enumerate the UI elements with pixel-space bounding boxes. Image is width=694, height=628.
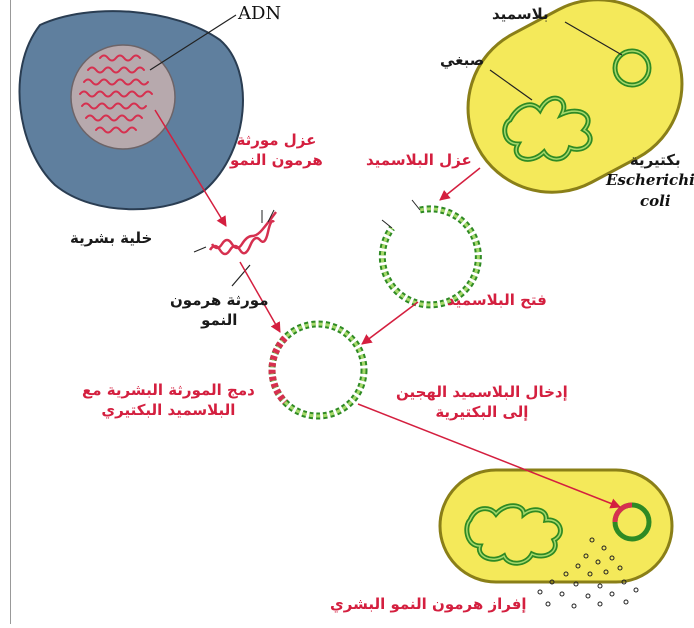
label-insert-line2: إلى البكتيرية [396, 402, 568, 422]
label-isolate-gene-line2: هرمون النمو [230, 150, 323, 170]
isolated-gene [194, 210, 276, 254]
label-merge: دمج المورثة البشرية مع البلاسميد البكتير… [82, 380, 255, 421]
label-open-plasmid: فتح البلاسميد [447, 290, 547, 310]
label-human-cell: خلية بشرية [70, 228, 152, 248]
label-merge-line2: البلاسميد البكتيري [82, 400, 255, 420]
bacterium-bottom-wall [440, 470, 672, 582]
label-bacterium: بكتيرية Escherichia coli [606, 150, 694, 211]
label-gene: مورثة هرمون النمو [170, 290, 269, 331]
label-adn: ADN [238, 2, 281, 26]
label-isolate-gene: عزل مورثة هرمون النمو [230, 130, 323, 171]
label-species-line1: Escherichia [606, 170, 694, 190]
label-plasmid: بلاسميد [492, 4, 549, 24]
label-isolate-gene-line1: عزل مورثة [230, 130, 323, 150]
label-bacterium-word: بكتيرية [606, 150, 694, 170]
page-edge [10, 0, 11, 624]
human-cell [20, 11, 243, 209]
label-gene-line1: مورثة هرمون [170, 290, 269, 310]
arrow-plasmid-to-hybrid [362, 302, 418, 344]
label-insert-line1: إدخال البلاسميد الهجين [396, 382, 568, 402]
arrow-isolate-plasmid [440, 168, 480, 200]
bacterium-bottom [440, 470, 672, 582]
hybrid-plasmid [272, 324, 364, 416]
label-secretion: إفراز هرمون النمو البشري [330, 594, 527, 614]
label-species-line2: coli [606, 191, 694, 211]
label-isolate-plasmid: عزل البلاسميد [366, 150, 472, 170]
label-gene-line2: النمو [170, 310, 269, 330]
label-chromosome: صبغي [440, 50, 484, 70]
label-insert: إدخال البلاسميد الهجين إلى البكتيرية [396, 382, 568, 423]
label-merge-line1: دمج المورثة البشرية مع [82, 380, 255, 400]
